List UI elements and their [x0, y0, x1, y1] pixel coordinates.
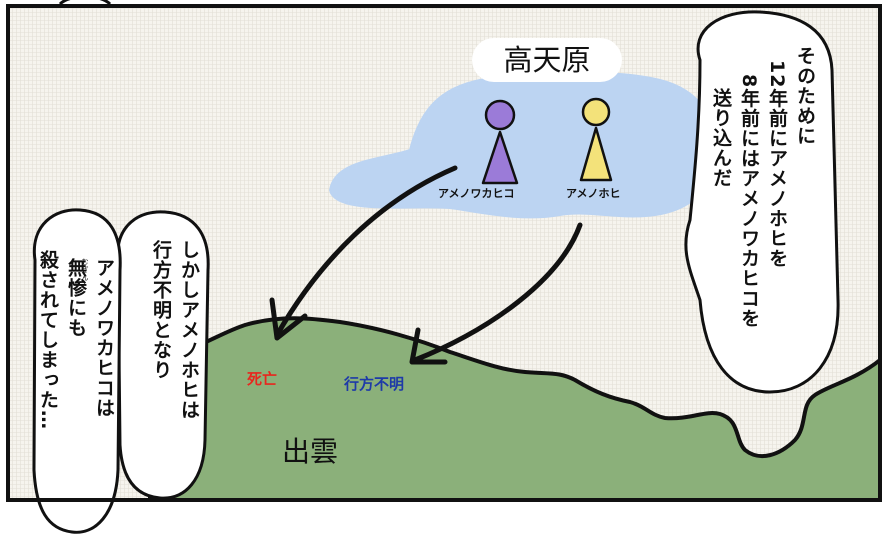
- bubble-right-line-2: 12年前にアメノホヒを: [766, 60, 788, 269]
- bubble-right-line-1: そのために: [794, 46, 816, 146]
- speech-bubble-left-b: [32, 208, 122, 534]
- bubble-left-b-line-2: 無惨にも: [65, 258, 87, 338]
- bubble-left-b-line-3: 殺されてしまった…: [37, 250, 59, 430]
- bubble-tail-top: [58, 0, 112, 6]
- izumo-land: [148, 316, 882, 502]
- amenowakahiko-label: アメノワカヒコ: [438, 187, 515, 200]
- bubble-left-a-line-2: 行方不明となり: [150, 240, 172, 380]
- furigana-muzan: むざん: [81, 258, 89, 282]
- bubble-left-b-line-1: アメノワカヒコは: [93, 258, 115, 418]
- panel-border: [6, 4, 882, 502]
- arrow-to-death: [269, 165, 458, 341]
- fate-missing-label: 行方不明: [344, 375, 405, 393]
- bubble-right-line-4: 送り込んだ: [710, 88, 732, 188]
- bubble-left-a-line-1: しかしアメノホヒは: [178, 240, 200, 420]
- speech-bubble-right: [684, 10, 840, 394]
- izumo-label: 出雲: [282, 435, 339, 468]
- amenowakahiko-figure: [481, 99, 519, 185]
- amenohohi-figure: [579, 97, 613, 182]
- amenohohi-label: アメノホヒ: [566, 187, 621, 200]
- bubble-right-line-3: 8年前にはアメノワカヒコを: [738, 74, 760, 329]
- arrow-to-missing: [409, 222, 583, 365]
- fate-death-label: 死亡: [247, 370, 278, 388]
- speech-bubble-left-a: [116, 210, 210, 500]
- takamagahara-label: 高天原: [472, 38, 622, 82]
